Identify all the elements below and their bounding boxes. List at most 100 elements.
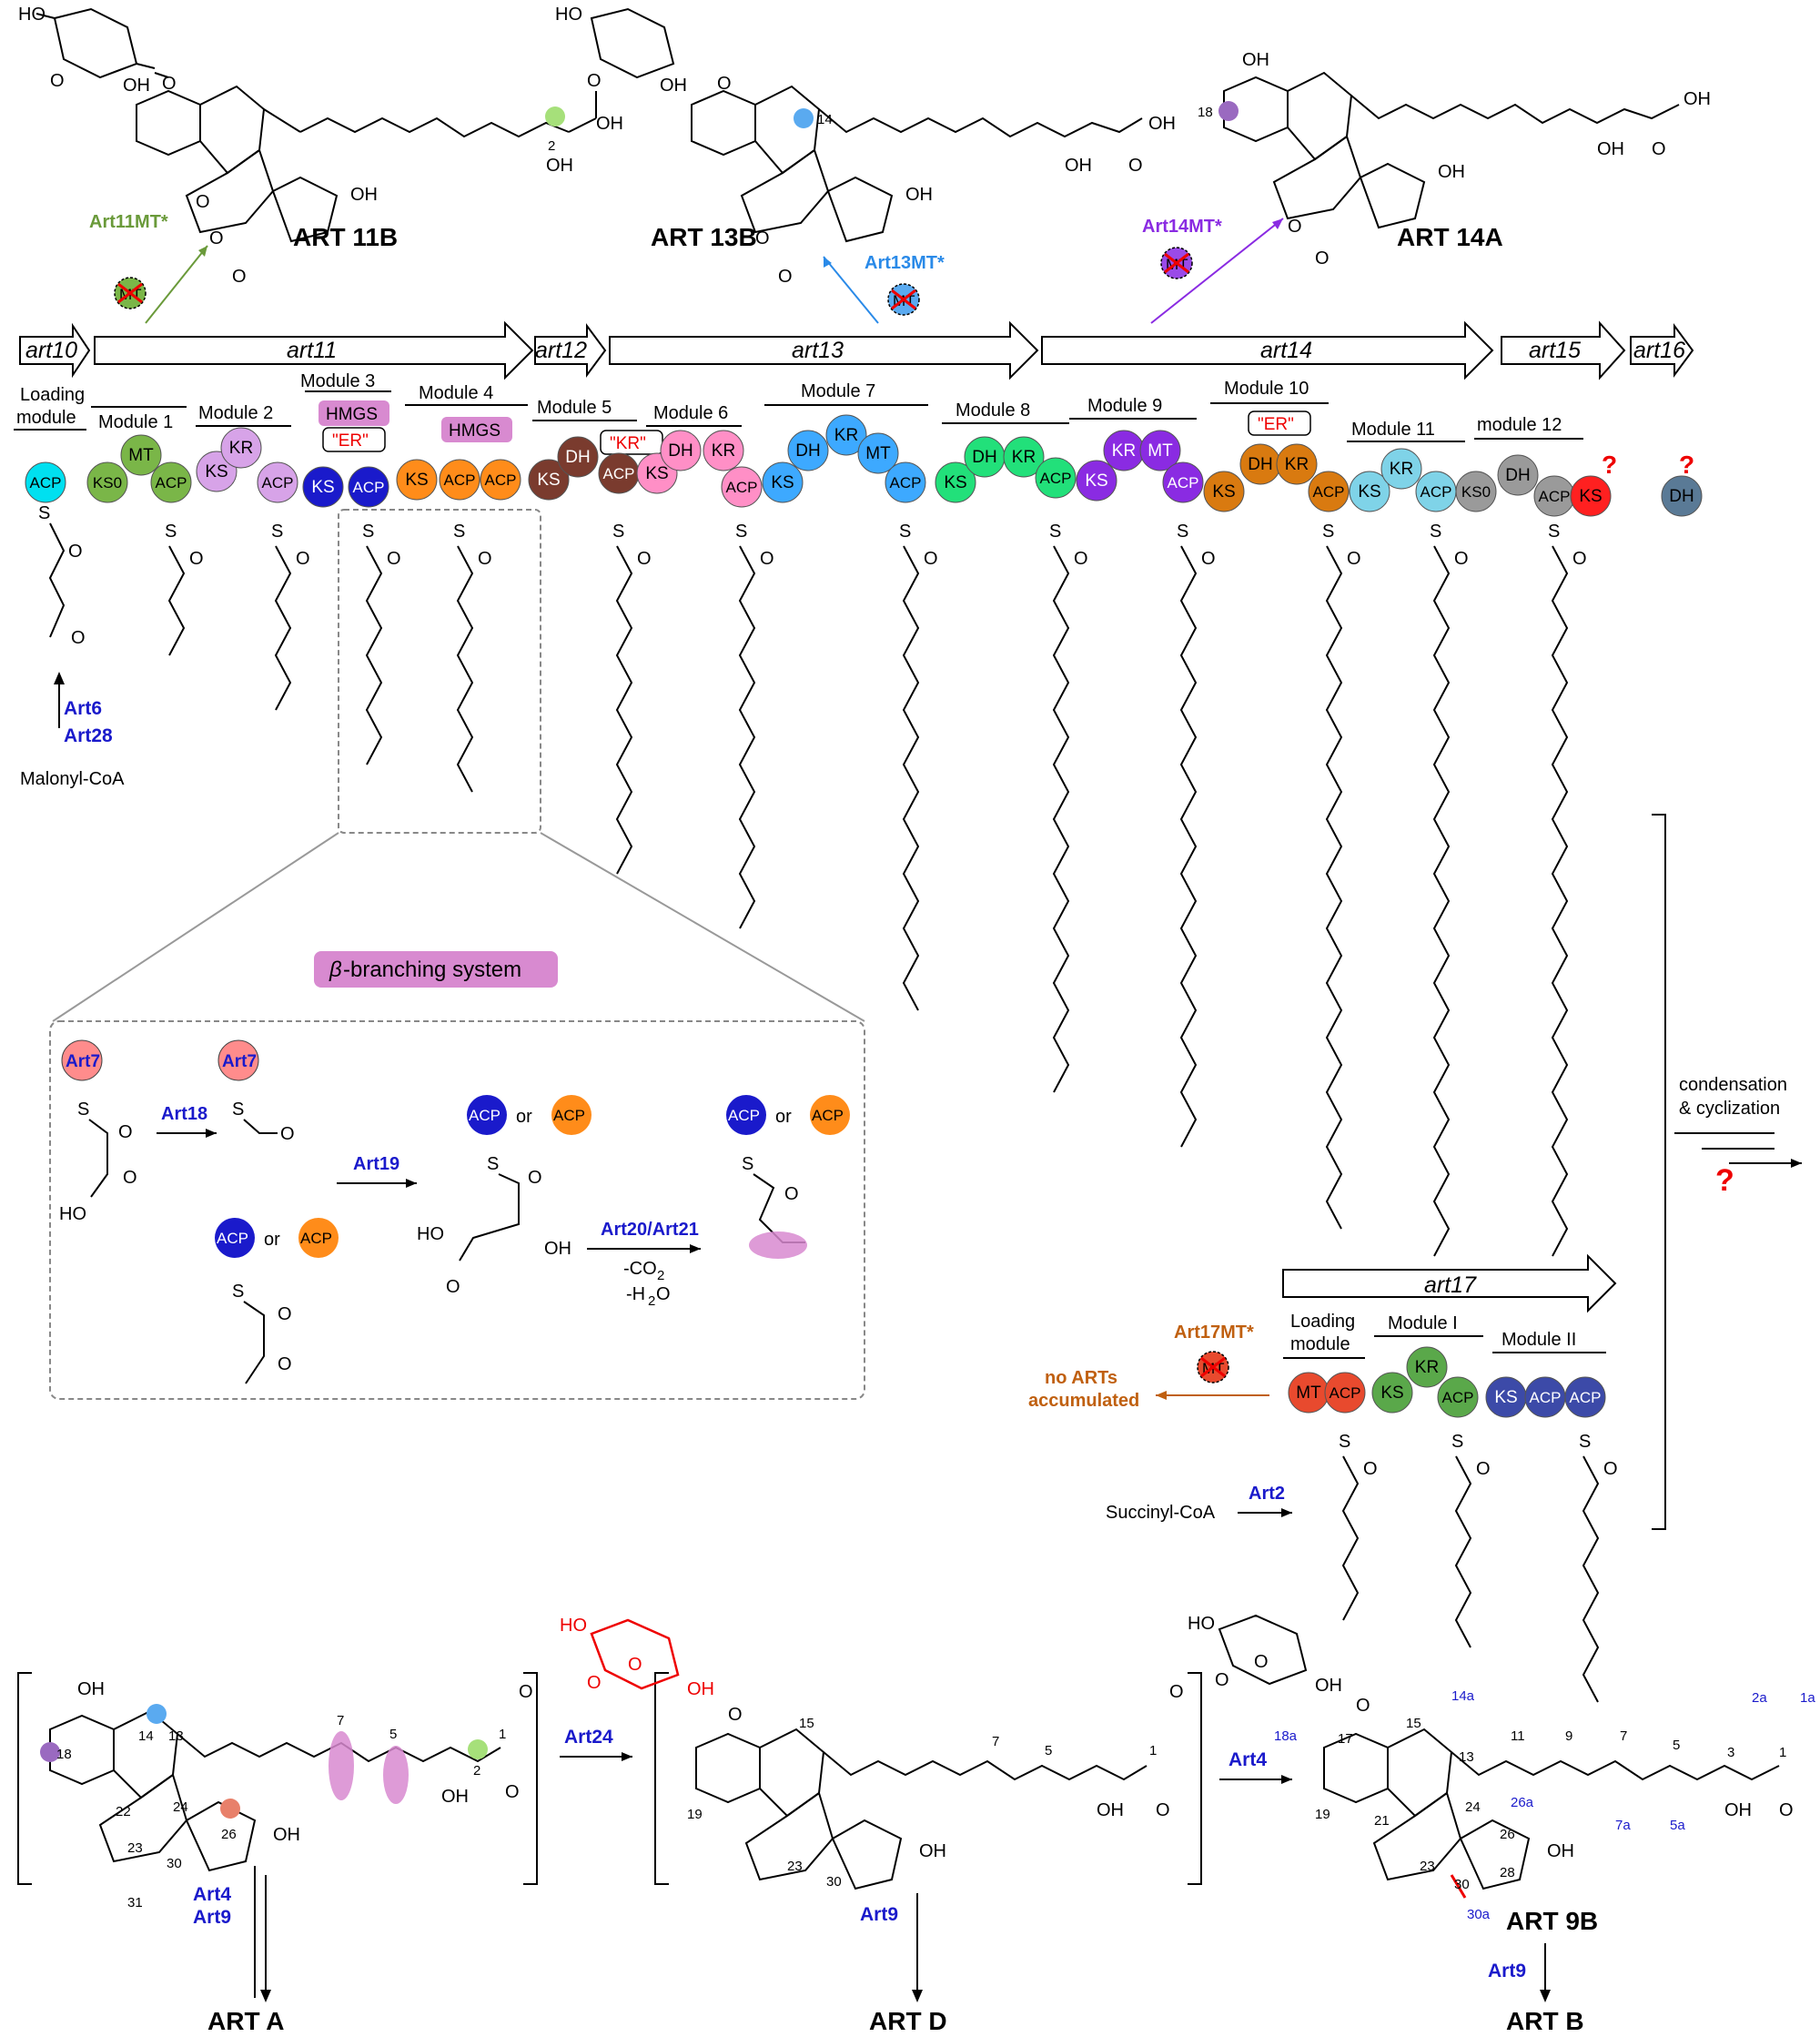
o-label: O (123, 1168, 137, 1188)
oh-label: OH (273, 1825, 300, 1845)
art-b-label: ART B (1506, 2007, 1584, 2032)
art17mt-label: Art17MT* (1174, 1323, 1254, 1343)
ks-domain (302, 466, 344, 508)
c17-number: 17 (1338, 1731, 1353, 1747)
ks-domain (396, 459, 438, 501)
art11mt-knockout: Art11MT* MT (89, 212, 208, 324)
o-label: O (528, 1168, 542, 1188)
c7a-number: 7a (1615, 1818, 1631, 1833)
art14a-label: ART 14A (1397, 223, 1503, 251)
ks-domain (1076, 460, 1117, 502)
art11b-structure: HO O OH O 2 OH OH OH O O O ART 11B (18, 5, 623, 287)
polyketide-chain (167, 545, 186, 656)
c22-number: 22 (116, 1804, 131, 1819)
o-label: O (778, 267, 793, 287)
s-label: S (77, 1100, 89, 1120)
polyketide-chain (1179, 545, 1198, 1148)
ks-domain-label: KS (405, 471, 428, 490)
h2o-sub: 2 (648, 1293, 655, 1309)
o-label: O (1215, 1670, 1229, 1690)
o-label: O (755, 228, 770, 248)
acp-domain (150, 461, 192, 503)
ks-domain (528, 459, 570, 501)
er-tag: "ER" (332, 431, 369, 451)
ho-label: HO (417, 1224, 444, 1244)
c7-number: 7 (337, 1713, 344, 1728)
kr-domain-label: KR (1012, 448, 1036, 467)
o-label: O (784, 1184, 799, 1204)
acp-domain-label: ACP (1539, 488, 1571, 505)
acp-domain-label: ACP (1421, 483, 1452, 501)
ks-domain-label: KS (1212, 482, 1235, 502)
art13mt-knockout: Art13MT* MT (823, 253, 945, 324)
o-label: O (118, 1122, 133, 1142)
mt-domain (120, 434, 162, 476)
kr-domain-label: KR (229, 439, 253, 458)
art13b-structure: HO O OH O 14 OH OH O OH O O ART 13B (555, 5, 1176, 287)
c19-number: 19 (1315, 1807, 1330, 1822)
kr-domain-label: KR (1415, 1358, 1439, 1377)
gene-art17 (1282, 1253, 1617, 1313)
acp-domain (1564, 1376, 1606, 1418)
gene-art12 (534, 322, 607, 379)
polyketide-chain (902, 545, 920, 1011)
c18-number: 18 (56, 1747, 72, 1762)
succinyl-coa-label: Succinyl-CoA (1106, 1503, 1216, 1523)
kr-domain-label: KR (1112, 441, 1136, 461)
question-mark: ? (1602, 451, 1617, 479)
c1a-number: 1a (1800, 1690, 1815, 1706)
ho-label: HO (1188, 1614, 1215, 1634)
gene-art16-label: art16 (1633, 338, 1685, 363)
oh-label: OH (1315, 1676, 1342, 1696)
kr-domain-label: KR (1390, 460, 1413, 479)
s-label: S (453, 522, 465, 542)
s-label: S (232, 1100, 244, 1120)
c13-number: 13 (168, 1728, 184, 1744)
c30-number: 30 (1454, 1877, 1470, 1892)
o-label: O (278, 1354, 292, 1374)
oh-label: OH (660, 76, 687, 96)
art11mt-label: Art11MT* (89, 212, 168, 232)
art13mt-label: Art13MT* (864, 253, 945, 273)
c5a-number: 5a (1670, 1818, 1685, 1833)
o-label: O (280, 1124, 295, 1144)
acp-label: ACP (300, 1230, 332, 1247)
o-label: O (1356, 1696, 1370, 1716)
art20-21-label: Art20/Art21 (601, 1220, 699, 1240)
loading-intermediate: S O O Art6 Art28 Malonyl-CoA (20, 503, 125, 789)
ks-domain-label: KS (1494, 1388, 1517, 1407)
ks-domain (935, 461, 976, 503)
c15-number: 15 (1406, 1716, 1421, 1731)
dh-domain-label: DH (972, 448, 996, 467)
c3-number: 3 (1727, 1745, 1734, 1760)
ks-domain (762, 461, 804, 503)
c14a-number: 14a (1451, 1688, 1475, 1704)
s-label: S (899, 522, 911, 542)
art-a-label: ART A (207, 2007, 285, 2032)
c1-number: 1 (1149, 1743, 1157, 1758)
polyketide-chain (365, 545, 383, 765)
gene-cluster: art10 art11 art12 art13 art14 art15 art1… (19, 320, 1694, 380)
art28-label: Art28 (64, 725, 113, 746)
ho-label: HO (555, 5, 582, 25)
o-label: O (1315, 248, 1330, 269)
o-label: O (71, 628, 86, 648)
loading-module-label: module (1290, 1334, 1350, 1354)
module-I-label: Module I (1388, 1313, 1458, 1333)
ks-domain-label: KS (205, 462, 228, 481)
o-label: O (1779, 1800, 1794, 1820)
s-label: S (38, 503, 50, 523)
art9b-structure: HO O OH O O 18a 17 15 14a 13 11 9 7 5 3 … (1188, 1614, 1815, 2035)
oh-label: OH (687, 1679, 714, 1699)
acp-domain-label: ACP (444, 471, 476, 489)
module-3-label: Module 3 (300, 371, 375, 391)
acp-label: ACP (728, 1107, 760, 1124)
s-label: S (1451, 1432, 1463, 1452)
o-label: O (637, 549, 652, 569)
acp-label: ACP (812, 1107, 844, 1124)
o-label: O (162, 74, 177, 94)
art-d-intermediate: HO O OH O O 15 19 23 30 OH 7 5 1 OH O O … (560, 1616, 1202, 2035)
c18a-number: 18a (1274, 1728, 1298, 1744)
beta-branching-panel: β -branching system Art7 S O HO O Art18 … (49, 951, 865, 1400)
